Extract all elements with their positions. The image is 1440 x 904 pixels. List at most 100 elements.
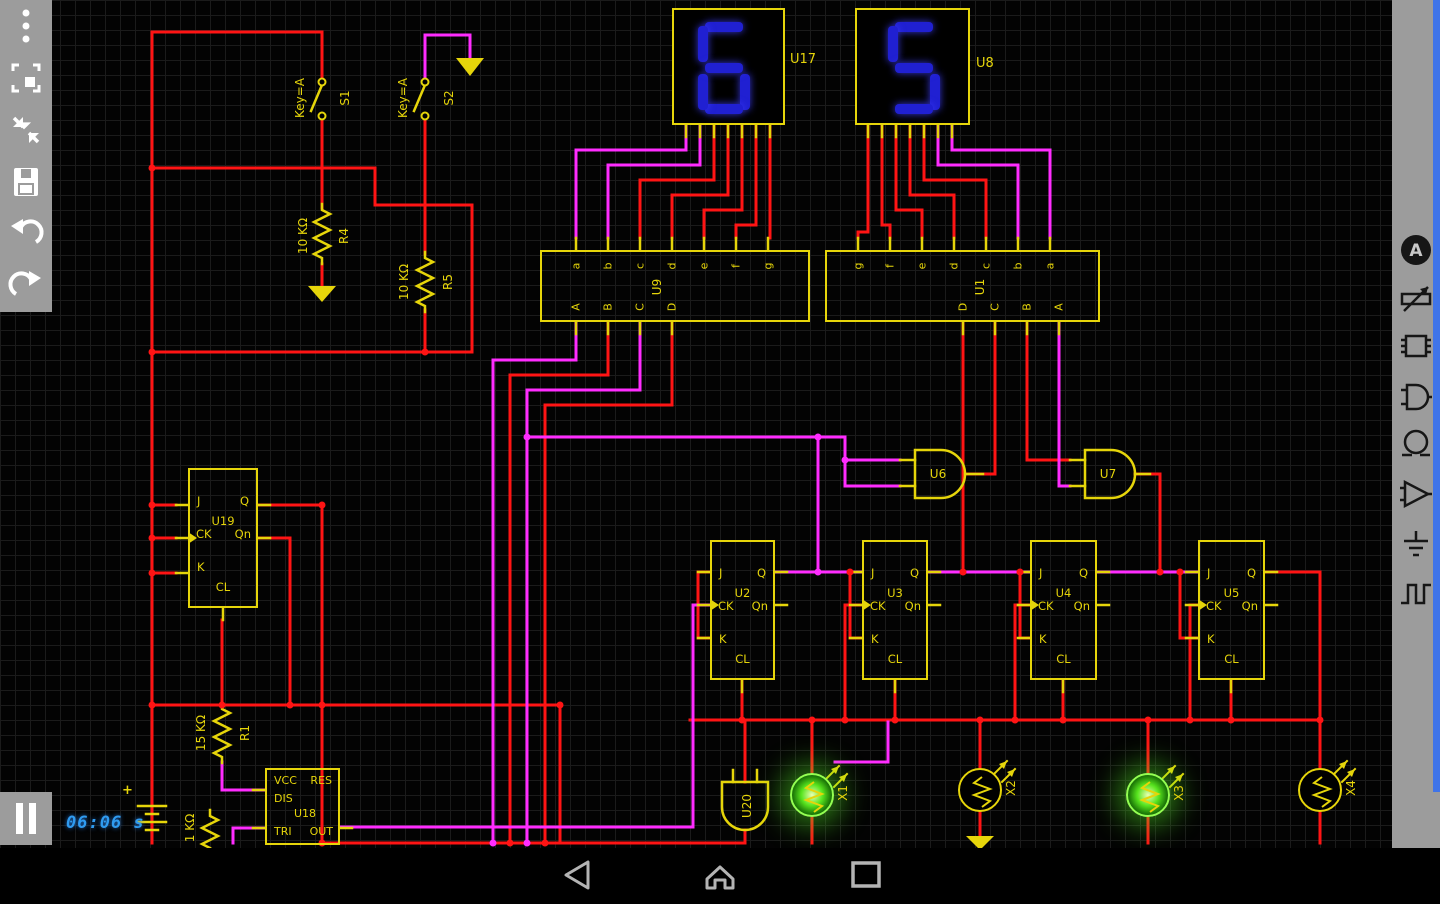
collapse-button[interactable] [0,104,52,156]
label-a-tool[interactable]: A [1399,233,1433,267]
resistor-bottom-value: 1 KΩ [183,813,197,843]
pin-label: c [979,262,993,270]
ff-pin-j: J [1207,566,1211,580]
component-palette [1392,0,1440,848]
ff-label: U4 [1055,586,1072,600]
ff-pin-q: Q [1246,566,1256,580]
pin-label: C [633,303,647,311]
flipflop-u5[interactable]: J Q U5 CK Qn K CL [1198,540,1265,680]
seven-segment-display-u17[interactable] [672,8,785,125]
recents-button[interactable] [851,861,881,888]
timer-pin-res: RES [310,774,332,787]
potentiometer-tool[interactable] [1399,281,1433,315]
and-gate-u6-label: U6 [929,467,947,481]
undo-icon [11,219,44,244]
save-button[interactable] [0,156,52,208]
relay-tool[interactable] [1399,427,1433,461]
redo-button[interactable] [0,260,52,312]
decoder-u1[interactable] [825,250,1100,322]
opamp-tool[interactable] [1399,477,1433,511]
flipflop-u3[interactable]: J Q U3 CK Qn K CL [862,540,928,680]
lamp-x3-label: X3 [1172,785,1186,801]
ff-pin-cl: CL [735,652,750,666]
ff-label: U2 [734,586,751,600]
palette-scrollbar[interactable] [1433,0,1440,792]
ff-pin-ck: CK [1038,599,1054,613]
redo-icon [8,271,41,296]
pin-label: d [947,262,961,270]
collapse-icon [12,116,40,144]
flipflop-u4[interactable]: J Q U4 CK Qn K CL [1030,540,1097,680]
gate-u20-label: U20 [740,793,754,819]
resistor-r1-value: 15 KΩ [194,714,208,752]
ff-pin-k: K [1039,632,1047,646]
ff-label: U5 [1223,586,1240,600]
ff-pin-j: J [871,566,875,580]
save-icon [14,168,38,196]
ff-pin-qn: Qn [1073,599,1090,613]
ff-pin-k: K [1207,632,1215,646]
ic-tool[interactable] [1399,329,1433,363]
select-region-button[interactable] [0,52,52,104]
pin-label: b [1011,262,1025,270]
svg-text:A: A [1409,241,1423,261]
switch-s1-key: Key=A [293,77,307,119]
ff-pin-k: K [719,632,727,646]
ff-pin-j: J [719,566,723,580]
digit-6 [698,22,750,114]
lamp-x4-label: X4 [1344,780,1358,796]
timer-pin-vcc: VCC [274,774,297,787]
timer-label: U18 [294,807,317,820]
decoder-u9[interactable] [540,250,810,322]
pin-label: g [761,262,775,270]
menu-button[interactable] [0,0,52,52]
ff-label: U3 [887,586,903,600]
ff-pin-j: J [1039,566,1043,580]
ff-pin-j: J [197,494,201,508]
pause-button[interactable] [0,792,52,845]
pin-label: g [851,262,865,270]
schematic-canvas[interactable]: U17 U8 U9 a b c d e f g A B C D U1 g f e… [0,0,1440,848]
ff-pin-cl: CL [215,580,231,594]
lamp-x3[interactable] [1126,773,1170,817]
pin-label: f [883,264,897,268]
home-button[interactable] [705,865,735,890]
pin-label: a [1043,262,1057,270]
ff-pin-cl: CL [1224,652,1239,666]
undo-button[interactable] [0,208,52,260]
timer-pin-tri: TRI [274,825,292,838]
back-button[interactable] [564,860,590,890]
ff-pin-k: K [197,560,205,574]
pin-label: B [601,303,615,311]
digit-5 [888,22,940,114]
ff-pin-qn: Qn [234,527,251,541]
waveform-tool[interactable] [1399,577,1433,611]
resistor-r4-value: 10 KΩ [296,217,310,255]
flipflop-u2[interactable]: J Q U2 CK Qn K CL [710,540,775,680]
pin-label: d [665,262,679,270]
lamp-x2[interactable] [958,768,1002,812]
pin-label: B [1020,303,1034,311]
ff-pin-ck: CK [1206,599,1222,613]
ff-pin-q: Q [1078,566,1088,580]
ff-pin-qn: Qn [751,599,768,613]
pin-label: f [729,264,743,268]
flipflop-u19[interactable]: J Q U19 CK Qn K CL [188,468,258,608]
pin-label: b [601,262,615,270]
and-gate-tool[interactable] [1399,379,1433,413]
and-gate-u7-label: U7 [1099,467,1117,481]
display-u8-label: U8 [976,56,994,71]
switch-s2-key: Key=A [396,77,410,119]
battery-plus: + [122,783,133,798]
select-region-icon [11,63,41,93]
pin-label: C [988,303,1002,311]
resistor-r5-value: 10 KΩ [397,263,411,301]
timer-u18[interactable]: VCC RES DIS U18 TRI OUT [265,768,340,845]
seven-segment-display-u8[interactable] [855,8,970,125]
decoder-u9-label: U9 [650,278,664,296]
lamp-x4[interactable] [1298,768,1342,812]
ff-pin-ck: CK [196,527,212,541]
ground-tool[interactable] [1399,527,1433,561]
wire-layer [136,30,1357,848]
lamp-x1[interactable] [790,773,834,817]
